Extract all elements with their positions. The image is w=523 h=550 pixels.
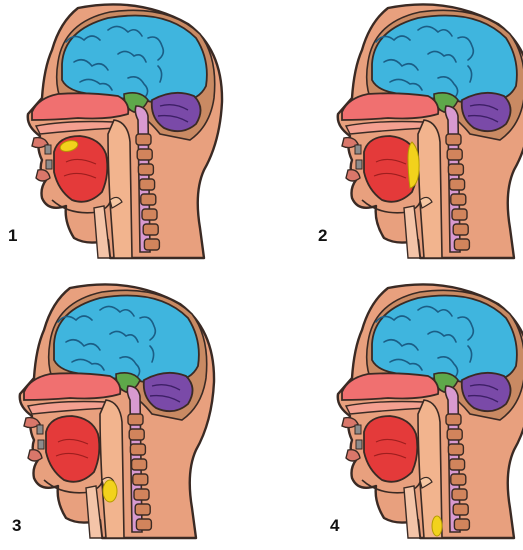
upper-teeth [355,425,361,434]
vertebra [450,459,465,470]
vertebra [136,519,151,530]
vertebra [136,134,151,145]
upper-teeth [45,145,51,154]
cerebrum [54,296,199,383]
vertebra [454,519,469,530]
vertebra [448,444,463,455]
cerebrum [372,296,517,383]
panel-label-4: 4 [330,516,339,536]
vertebra [132,459,147,470]
panel-3 [10,282,230,542]
head-diagram-4 [328,282,523,542]
cerebrum [62,16,207,103]
nasal-cavity [342,373,438,400]
vertebra [453,224,468,235]
cerebrum [372,16,517,103]
panel-1 [18,2,238,262]
head-diagram-1 [18,2,238,262]
vertebra [446,414,461,425]
vertebra [137,149,152,160]
lower-teeth [356,440,362,449]
upper-teeth [355,145,361,154]
vertebra [452,209,467,220]
vertebra [129,429,144,440]
vertebra [450,179,465,190]
vertebra [128,414,143,425]
vertebra [447,429,462,440]
vertebra [454,239,469,250]
panel-label-1: 1 [8,226,17,246]
head-diagram-3 [10,282,230,542]
vertebra [446,134,461,145]
vertebra [447,149,462,160]
vertebra [140,179,155,190]
vertebra [142,209,157,220]
lower-teeth [38,440,44,449]
lower-teeth [356,160,362,169]
vertebra [144,239,159,250]
food-bolus [432,516,442,536]
vertebra [451,194,466,205]
upper-teeth [37,425,43,434]
food-bolus [103,480,117,502]
panel-label-3: 3 [12,516,21,536]
vertebra [448,164,463,175]
vertebra [133,474,148,485]
vertebra [135,504,150,515]
nasal-cavity [32,93,128,120]
panel-2 [328,2,523,262]
vertebra [134,489,149,500]
vertebra [138,164,153,175]
head-diagram-2 [328,2,523,262]
vertebra [141,194,156,205]
nasal-cavity [24,373,120,400]
lower-teeth [46,160,52,169]
nasal-cavity [342,93,438,120]
panel-label-2: 2 [318,226,327,246]
vertebra [143,224,158,235]
vertebra [452,489,467,500]
vertebra [453,504,468,515]
vertebra [130,444,145,455]
vertebra [451,474,466,485]
panel-4 [328,282,523,542]
